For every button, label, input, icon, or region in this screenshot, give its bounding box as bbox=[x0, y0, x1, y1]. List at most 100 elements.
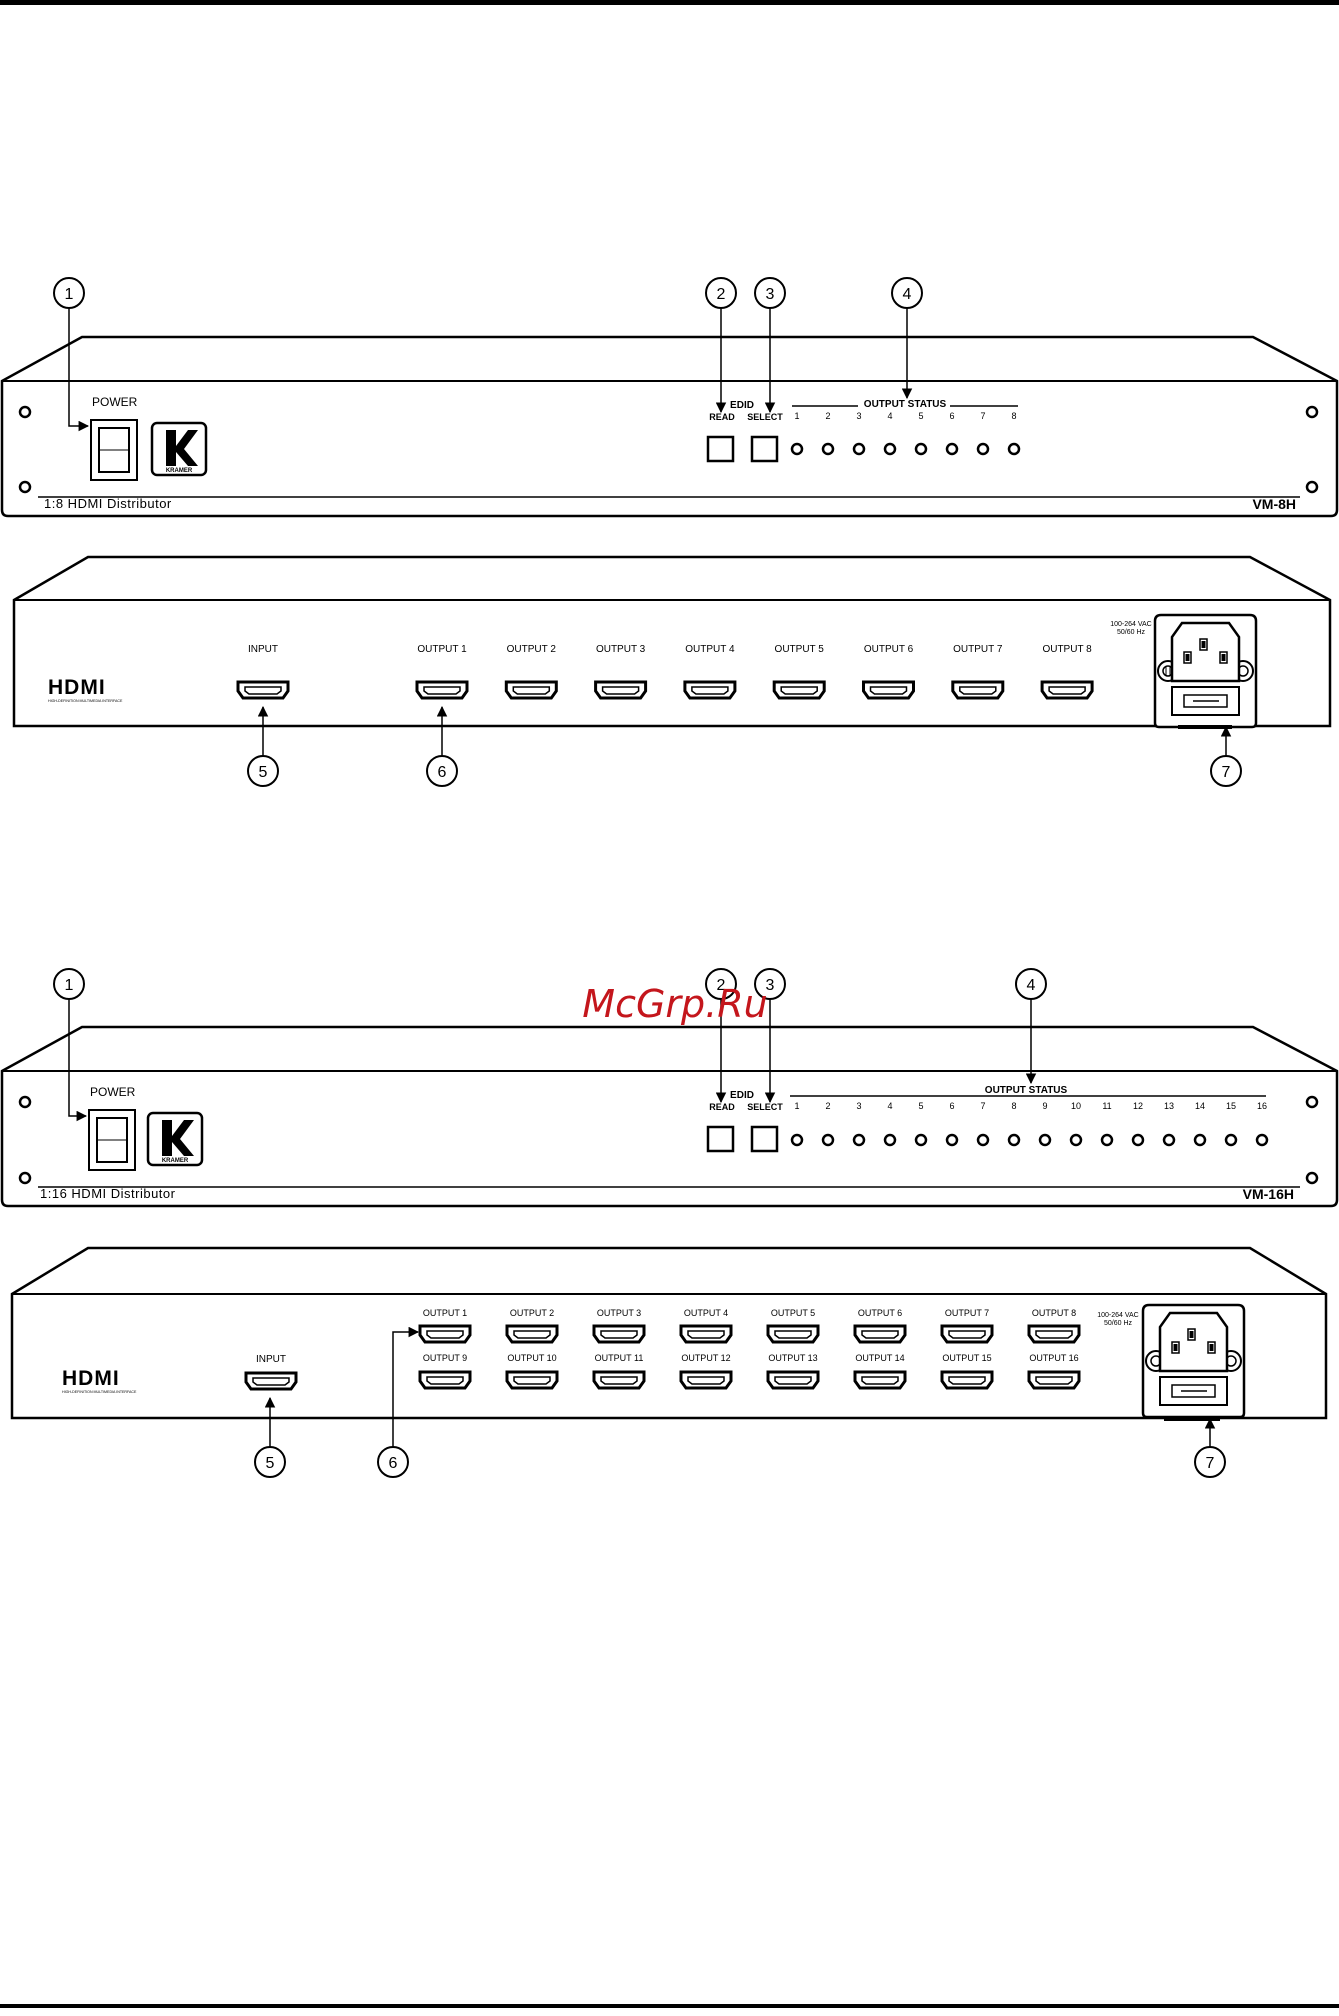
output-port-label: OUTPUT 6 bbox=[858, 1308, 902, 1318]
svg-text:HIGH-DEFINITION MULTIMEDIA INT: HIGH-DEFINITION MULTIMEDIA INTERFACE bbox=[62, 1390, 137, 1394]
hdmi-port[interactable] bbox=[853, 1324, 907, 1344]
led-number: 2 bbox=[825, 411, 830, 421]
led-number: 5 bbox=[918, 1101, 923, 1111]
output-port-label: OUTPUT 11 bbox=[595, 1353, 644, 1363]
led-number: 15 bbox=[1226, 1101, 1236, 1111]
hdmi-port[interactable] bbox=[683, 680, 737, 700]
vm16-front-panel: POWER KRAMER EDID READ SELECT OUTPUT STA… bbox=[0, 1025, 1339, 1208]
callout-marker: 2 bbox=[705, 968, 737, 1000]
hdmi-port[interactable] bbox=[679, 1324, 733, 1344]
rack-screw bbox=[18, 405, 32, 419]
hdmi-port[interactable] bbox=[415, 680, 469, 700]
callout-lines bbox=[68, 307, 1232, 1448]
hdmi-logo: HDMI HIGH-DEFINITION MULTIMEDIA INTERFAC… bbox=[48, 676, 123, 703]
hdmi-port[interactable] bbox=[592, 1370, 646, 1390]
hdmi-port[interactable] bbox=[1027, 1370, 1081, 1390]
callout-marker: 7 bbox=[1210, 755, 1242, 787]
hdmi-port[interactable] bbox=[853, 1370, 907, 1390]
hdmi-port[interactable] bbox=[244, 1371, 298, 1391]
output-status-led bbox=[945, 442, 959, 456]
svg-text:1: 1 bbox=[65, 977, 74, 994]
output-port-label: OUTPUT 8 bbox=[1032, 1308, 1076, 1318]
ac-power-socket[interactable] bbox=[1141, 1303, 1246, 1419]
svg-text:3: 3 bbox=[766, 977, 775, 994]
hdmi-port[interactable] bbox=[418, 1370, 472, 1390]
led-number: 7 bbox=[980, 411, 985, 421]
led-number: 5 bbox=[918, 411, 923, 421]
edid-label: EDID bbox=[730, 400, 754, 411]
hdmi-port[interactable] bbox=[766, 1324, 820, 1344]
model-name: VM-16H bbox=[1243, 1186, 1294, 1202]
led-number: 12 bbox=[1133, 1101, 1143, 1111]
hdmi-port[interactable] bbox=[504, 680, 558, 700]
led-number: 16 bbox=[1257, 1101, 1267, 1111]
hdmi-port[interactable] bbox=[505, 1370, 559, 1390]
power-switch[interactable] bbox=[90, 419, 138, 481]
svg-text:HDMI: HDMI bbox=[62, 1367, 120, 1390]
callout-marker: 4 bbox=[891, 277, 923, 309]
hdmi-port[interactable] bbox=[679, 1370, 733, 1390]
output-port-label: OUTPUT 15 bbox=[942, 1353, 991, 1363]
model-name: VM-8H bbox=[1252, 496, 1296, 512]
hdmi-port[interactable] bbox=[940, 1324, 994, 1344]
power-switch[interactable] bbox=[88, 1109, 136, 1171]
read-label: READ bbox=[709, 412, 735, 422]
svg-text:4: 4 bbox=[903, 286, 912, 303]
led-number: 14 bbox=[1195, 1101, 1205, 1111]
output-port-label: OUTPUT 7 bbox=[953, 644, 1003, 655]
output-status-led bbox=[945, 1133, 959, 1147]
read-label: READ bbox=[709, 1102, 735, 1112]
svg-text:2: 2 bbox=[717, 977, 726, 994]
ac-power-socket[interactable] bbox=[1153, 613, 1258, 729]
output-status-led bbox=[1007, 1133, 1021, 1147]
edid-read-button[interactable] bbox=[706, 1125, 735, 1153]
hdmi-port[interactable] bbox=[940, 1370, 994, 1390]
watermark: McGrp.Ru bbox=[582, 982, 767, 1026]
device-description: 1:16 HDMI Distributor bbox=[40, 1186, 176, 1201]
led-number: 9 bbox=[1042, 1101, 1047, 1111]
edid-select-button[interactable] bbox=[750, 1125, 779, 1153]
output-status-led bbox=[790, 1133, 804, 1147]
hdmi-port[interactable] bbox=[505, 1324, 559, 1344]
hdmi-port[interactable] bbox=[772, 680, 826, 700]
hdmi-port[interactable] bbox=[1040, 680, 1094, 700]
led-number: 13 bbox=[1164, 1101, 1174, 1111]
output-status-led bbox=[821, 1133, 835, 1147]
svg-text:6: 6 bbox=[438, 764, 447, 781]
output-status-led bbox=[852, 1133, 866, 1147]
output-status-led bbox=[1162, 1133, 1176, 1147]
output-status-led bbox=[883, 442, 897, 456]
led-number: 6 bbox=[949, 1101, 954, 1111]
power-rating: 50/60 Hz bbox=[1117, 629, 1146, 636]
svg-text:1: 1 bbox=[65, 286, 74, 303]
hdmi-port[interactable] bbox=[1027, 1324, 1081, 1344]
output-port-label: OUTPUT 4 bbox=[685, 644, 735, 655]
hdmi-port[interactable] bbox=[592, 1324, 646, 1344]
hdmi-port[interactable] bbox=[766, 1370, 820, 1390]
output-port-label: OUTPUT 3 bbox=[596, 644, 646, 655]
output-status-led bbox=[1038, 1133, 1052, 1147]
output-status-led bbox=[1255, 1133, 1269, 1147]
hdmi-port[interactable] bbox=[951, 680, 1005, 700]
output-port-label: OUTPUT 6 bbox=[864, 644, 914, 655]
rack-screw bbox=[1305, 1171, 1319, 1185]
edid-read-button[interactable] bbox=[706, 435, 735, 463]
hdmi-port[interactable] bbox=[236, 680, 290, 700]
output-port-label: OUTPUT 8 bbox=[1042, 644, 1092, 655]
svg-text:KRAMER: KRAMER bbox=[162, 1158, 189, 1164]
power-rating: 100-264 VAC bbox=[1110, 621, 1152, 628]
led-number: 2 bbox=[825, 1101, 830, 1111]
svg-text:5: 5 bbox=[266, 1455, 275, 1472]
power-label: POWER bbox=[90, 1085, 136, 1099]
output-status-led bbox=[1193, 1133, 1207, 1147]
vm8-rear-panel: HDMI HIGH-DEFINITION MULTIMEDIA INTERFAC… bbox=[12, 555, 1332, 729]
output-status-led bbox=[1007, 442, 1021, 456]
hdmi-port[interactable] bbox=[594, 680, 648, 700]
hdmi-port[interactable] bbox=[418, 1324, 472, 1344]
edid-label: EDID bbox=[730, 1090, 754, 1101]
edid-select-button[interactable] bbox=[750, 435, 779, 463]
bottom-rule bbox=[0, 2004, 1339, 2008]
select-label: SELECT bbox=[747, 1102, 783, 1112]
hdmi-port[interactable] bbox=[862, 680, 915, 700]
